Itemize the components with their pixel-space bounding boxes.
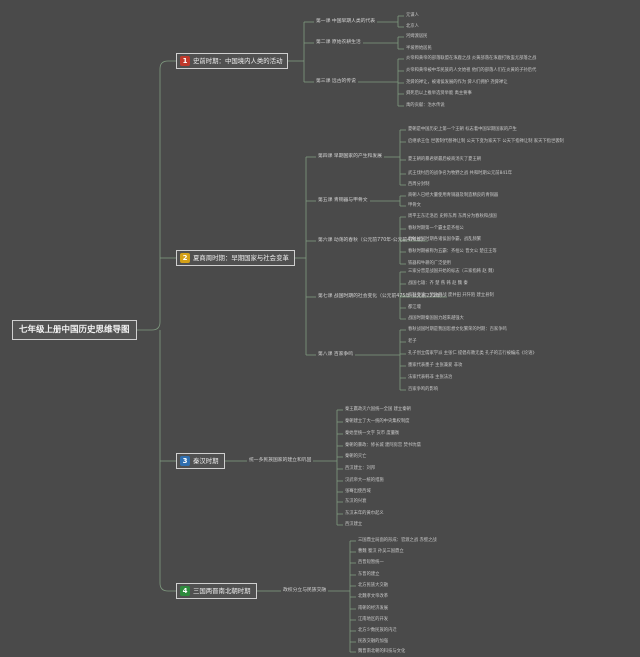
topic-leaf[interactable]: 北方少数民族的内迁 xyxy=(358,628,397,633)
lesson-node[interactable]: 统一多民族国家的建立和巩固 xyxy=(249,457,312,463)
topic-leaf[interactable]: 秦王嬴政灭六国统一全国 建立秦朝 xyxy=(345,407,411,412)
root-topic[interactable]: 七年级上册中国历史思维导图 xyxy=(12,319,137,340)
topic-leaf[interactable]: 东汉末年的黄巾起义 xyxy=(345,511,384,516)
topic-leaf[interactable]: 春秋战国时期各诸侯国争霸，战乱频繁 xyxy=(408,237,482,242)
topic-leaf[interactable]: 禹的贡献：治水传说 xyxy=(406,103,445,108)
topic-leaf[interactable]: 百家争鸣的影响 xyxy=(408,387,439,392)
topic-leaf[interactable]: 南朝的经济发展 xyxy=(358,606,389,611)
topic-leaf[interactable]: 甲骨文 xyxy=(408,203,421,208)
topic-leaf[interactable]: 战国时期秦国国力越来越强大 xyxy=(408,316,464,321)
topic-leaf[interactable]: 北方民族大交融 xyxy=(358,583,389,588)
topic-leaf[interactable]: 夏王朝的暴君桀最后被商汤灭了夏王朝 xyxy=(408,157,482,162)
section-title: 三国两晋南北朝时期 xyxy=(193,586,251,595)
lesson-node[interactable]: 第一课 中国早期人类的代表 xyxy=(316,18,376,24)
topic-leaf[interactable]: 东汉的兴衰 xyxy=(345,499,367,504)
topic-leaf[interactable]: 魏晋南北朝的科技与文化 xyxy=(358,649,406,654)
section-number-badge: 2 xyxy=(180,253,190,263)
topic-leaf[interactable]: 炎帝和黄帝被中华民族的人文始祖 他们的部落人们在炎黄的子孙后代 xyxy=(406,68,537,73)
section-title: 史前时期：中国境内人类的活动 xyxy=(193,56,283,65)
lesson-node[interactable]: 第三课 远古的传说 xyxy=(316,78,356,84)
topic-leaf[interactable]: 尧舜的禅让，被诸侯发展的作为 舜人们拥护 尧舜禅让 xyxy=(406,80,508,85)
topic-leaf[interactable]: 西晋短暂统一 xyxy=(358,560,384,565)
topic-leaf[interactable]: 秦朝的灭亡 xyxy=(345,454,367,459)
topic-leaf[interactable]: 春秋时期被称为五霸：齐桓公 晋文公 楚庄王等 xyxy=(408,249,497,254)
topic-leaf[interactable]: 炎帝和黄帝的部落联盟在涿鹿之战 炎黄部落在涿鹿打败蚩尤部落之战 xyxy=(406,56,537,61)
topic-leaf[interactable]: 商朝人已经大量使用青铜器及制造精良的青铜器 xyxy=(408,193,499,198)
topic-leaf[interactable]: 启继承王位 世袭制代替禅让制 公天下变为家天下 公天下指禅让制 家天下指世袭制 xyxy=(408,139,564,144)
topic-leaf[interactable]: 北京人 xyxy=(406,24,419,29)
topic-leaf[interactable]: 武王伐纣后的战争名为牧野之战 共和时期公元前841年 xyxy=(408,171,513,176)
topic-leaf[interactable]: 河姆渡居民 xyxy=(406,34,428,39)
topic-leaf[interactable]: 商鞅变法：奖励耕战 废井田 开阡陌 建立县制 xyxy=(408,293,494,298)
lesson-node[interactable]: 政权分立与民族交融 xyxy=(283,587,327,593)
topic-leaf[interactable]: 西周分封制 xyxy=(408,182,430,187)
topic-leaf[interactable]: 周平王东迁洛邑 史称东周 东周分为春秋和战国 xyxy=(408,214,497,219)
topic-leaf[interactable]: 秦朝的暴政：修长城 建阿房宫 焚书坑儒 xyxy=(345,443,421,448)
topic-leaf[interactable]: 半坡原始居民 xyxy=(406,46,432,51)
lesson-node[interactable]: 第五课 青铜器与甲骨文 xyxy=(318,197,368,203)
topic-leaf[interactable]: 东晋的建立 xyxy=(358,572,380,577)
topic-leaf[interactable]: 汉武帝大一统的措施 xyxy=(345,478,384,483)
topic-leaf[interactable]: 舜死后以上推举选贤举能 禹主要事 xyxy=(406,91,472,96)
topic-leaf[interactable]: 北魏孝文帝改革 xyxy=(358,594,389,599)
lesson-node[interactable]: 第七课 战国时期的社会变化（公元前475年-公元前221年） xyxy=(318,293,446,299)
lesson-node[interactable]: 第六课 动荡的春秋（公元前770年-公元前476年） xyxy=(318,237,426,243)
lesson-node[interactable]: 第八课 百家争鸣 xyxy=(318,351,354,357)
topic-leaf[interactable]: 西汉建立：刘邦 xyxy=(345,466,376,471)
section-title: 秦汉时期 xyxy=(193,456,219,465)
section-number-badge: 4 xyxy=(180,586,190,596)
topic-leaf[interactable]: 曹魏 蜀汉 孙吴三国鼎立 xyxy=(358,549,404,554)
topic-leaf[interactable]: 都江堰 xyxy=(408,305,421,310)
topic-leaf[interactable]: 元谋人 xyxy=(406,13,419,18)
lesson-node[interactable]: 第四课 早期国家的产生和发展 xyxy=(318,153,382,159)
topic-leaf[interactable]: 孔子创立儒家学派 主张仁 提倡有教无类 孔子的言行被编成《论语》 xyxy=(408,351,537,356)
topic-leaf[interactable]: 西汉建立 xyxy=(345,522,363,527)
topic-leaf[interactable]: 张骞出使西域 xyxy=(345,489,371,494)
topic-leaf[interactable]: 秦朝建立了大一统的中央集权制度 xyxy=(345,419,410,424)
topic-leaf[interactable]: 铁器和牛耕的广泛使用 xyxy=(408,261,451,266)
topic-leaf[interactable]: 老子 xyxy=(408,339,417,344)
section-number-badge: 1 xyxy=(180,56,190,66)
topic-leaf[interactable]: 春秋时期第一个霸主是齐桓公 xyxy=(408,226,464,231)
topic-leaf[interactable]: 战国七雄：齐 楚 燕 韩 赵 魏 秦 xyxy=(408,281,468,286)
topic-leaf[interactable]: 墨家代表墨子 主张兼爱 非攻 xyxy=(408,363,463,368)
topic-leaf[interactable]: 夏朝是中国历史上第一个王朝 标志着中国早期国家的产生 xyxy=(408,127,517,132)
section-number-badge: 3 xyxy=(180,456,190,466)
topic-leaf[interactable]: 秦始皇统一文字 货币 度量衡 xyxy=(345,431,400,436)
lesson-node[interactable]: 第二课 原始农耕生活 xyxy=(316,39,361,45)
topic-leaf[interactable]: 江南地区的开发 xyxy=(358,617,389,622)
topic-leaf[interactable]: 春秋战国时期是我国思想文化繁荣的时期：百家争鸣 xyxy=(408,327,507,332)
topic-leaf[interactable]: 三家分晋是战国开始的标志（三家指韩 赵 魏） xyxy=(408,269,497,274)
topic-leaf[interactable]: 民族交融的加强 xyxy=(358,639,389,644)
section-title: 夏商周时期：早期国家与社会变革 xyxy=(193,253,289,262)
topic-leaf[interactable]: 法家代表韩非 主张法治 xyxy=(408,375,453,380)
topic-leaf[interactable]: 三国鼎立局面的形成：官渡之战 赤壁之战 xyxy=(358,538,437,543)
